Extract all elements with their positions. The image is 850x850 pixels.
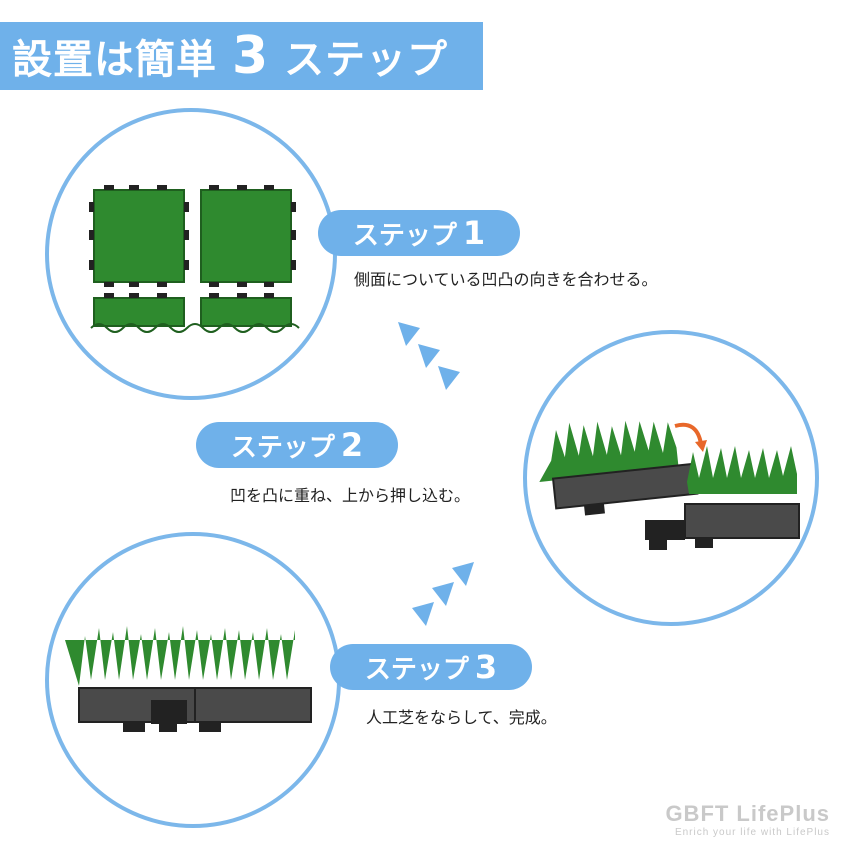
title-number: 3 — [231, 26, 270, 86]
step3-label: ステップ — [364, 655, 469, 685]
step3-number: 3 — [474, 648, 498, 686]
step1-description: 側面についている凹凸の向きを合わせる。 — [354, 270, 658, 289]
arrow-down-right-icon — [398, 322, 460, 390]
step2-label: ステップ — [230, 433, 335, 463]
step1-label: ステップ — [352, 221, 457, 251]
step3-illustration — [45, 532, 341, 828]
arrow-down-left-icon — [412, 562, 474, 626]
tiles-completed-image — [65, 626, 312, 732]
brand-logo-name: GBFT LifePlus — [665, 801, 830, 826]
title-banner: 設置は簡単 3 ステップ — [0, 22, 483, 90]
tiles-press-in-image — [539, 420, 800, 550]
brand-logo: GBFT LifePlus Enrich your life with Life… — [665, 801, 830, 838]
title-suffix: ステップ — [284, 37, 449, 83]
step1-number: 1 — [462, 214, 486, 252]
step2-illustration — [523, 330, 819, 626]
title-prefix: 設置は簡単 — [12, 37, 217, 83]
step2-description: 凹を凸に重ね、上から押し込む。 — [230, 486, 471, 505]
step1-illustration — [45, 108, 337, 400]
step2-number: 2 — [340, 426, 364, 464]
tiles-top-view-image — [89, 185, 300, 333]
brand-logo-tagline: Enrich your life with LifePlus — [674, 827, 830, 838]
step3-description: 人工芝をならして、完成。 — [366, 708, 557, 727]
